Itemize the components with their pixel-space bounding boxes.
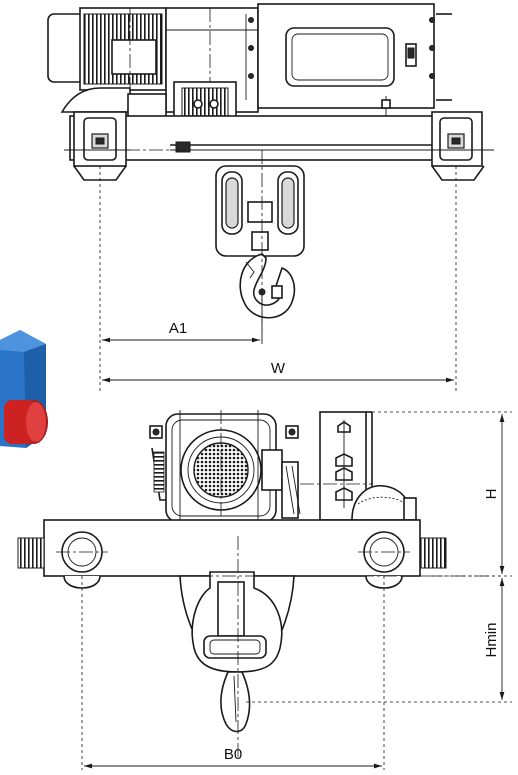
control-panel: [319, 411, 373, 521]
side-elevation-view: A1 W: [47, 3, 494, 392]
w-label: W: [271, 360, 286, 377]
right-wheel-assembly: [428, 111, 494, 181]
motor-end-housing: [149, 410, 301, 528]
hoist-motor: [47, 7, 167, 91]
end-elevation-view: H Hmin B0: [17, 410, 512, 770]
hook-block-end: [179, 571, 295, 733]
rope-drum-housing: [245, 3, 452, 124]
left-wheel-end: [56, 531, 108, 589]
drum-end: [300, 483, 417, 521]
left-wheel-assembly: [64, 111, 130, 181]
motor-3d-fragment: [0, 330, 48, 448]
right-wheel-end: [358, 531, 410, 589]
hook-block-side: [215, 165, 305, 319]
b0-label: B0: [224, 746, 242, 763]
trolley-frame: [69, 115, 481, 161]
left-buffer: [17, 537, 45, 569]
hmin-label: Hmin: [483, 622, 500, 657]
a1-label: A1: [169, 320, 187, 337]
right-buffer: [419, 537, 447, 569]
h-label: H: [483, 489, 500, 500]
